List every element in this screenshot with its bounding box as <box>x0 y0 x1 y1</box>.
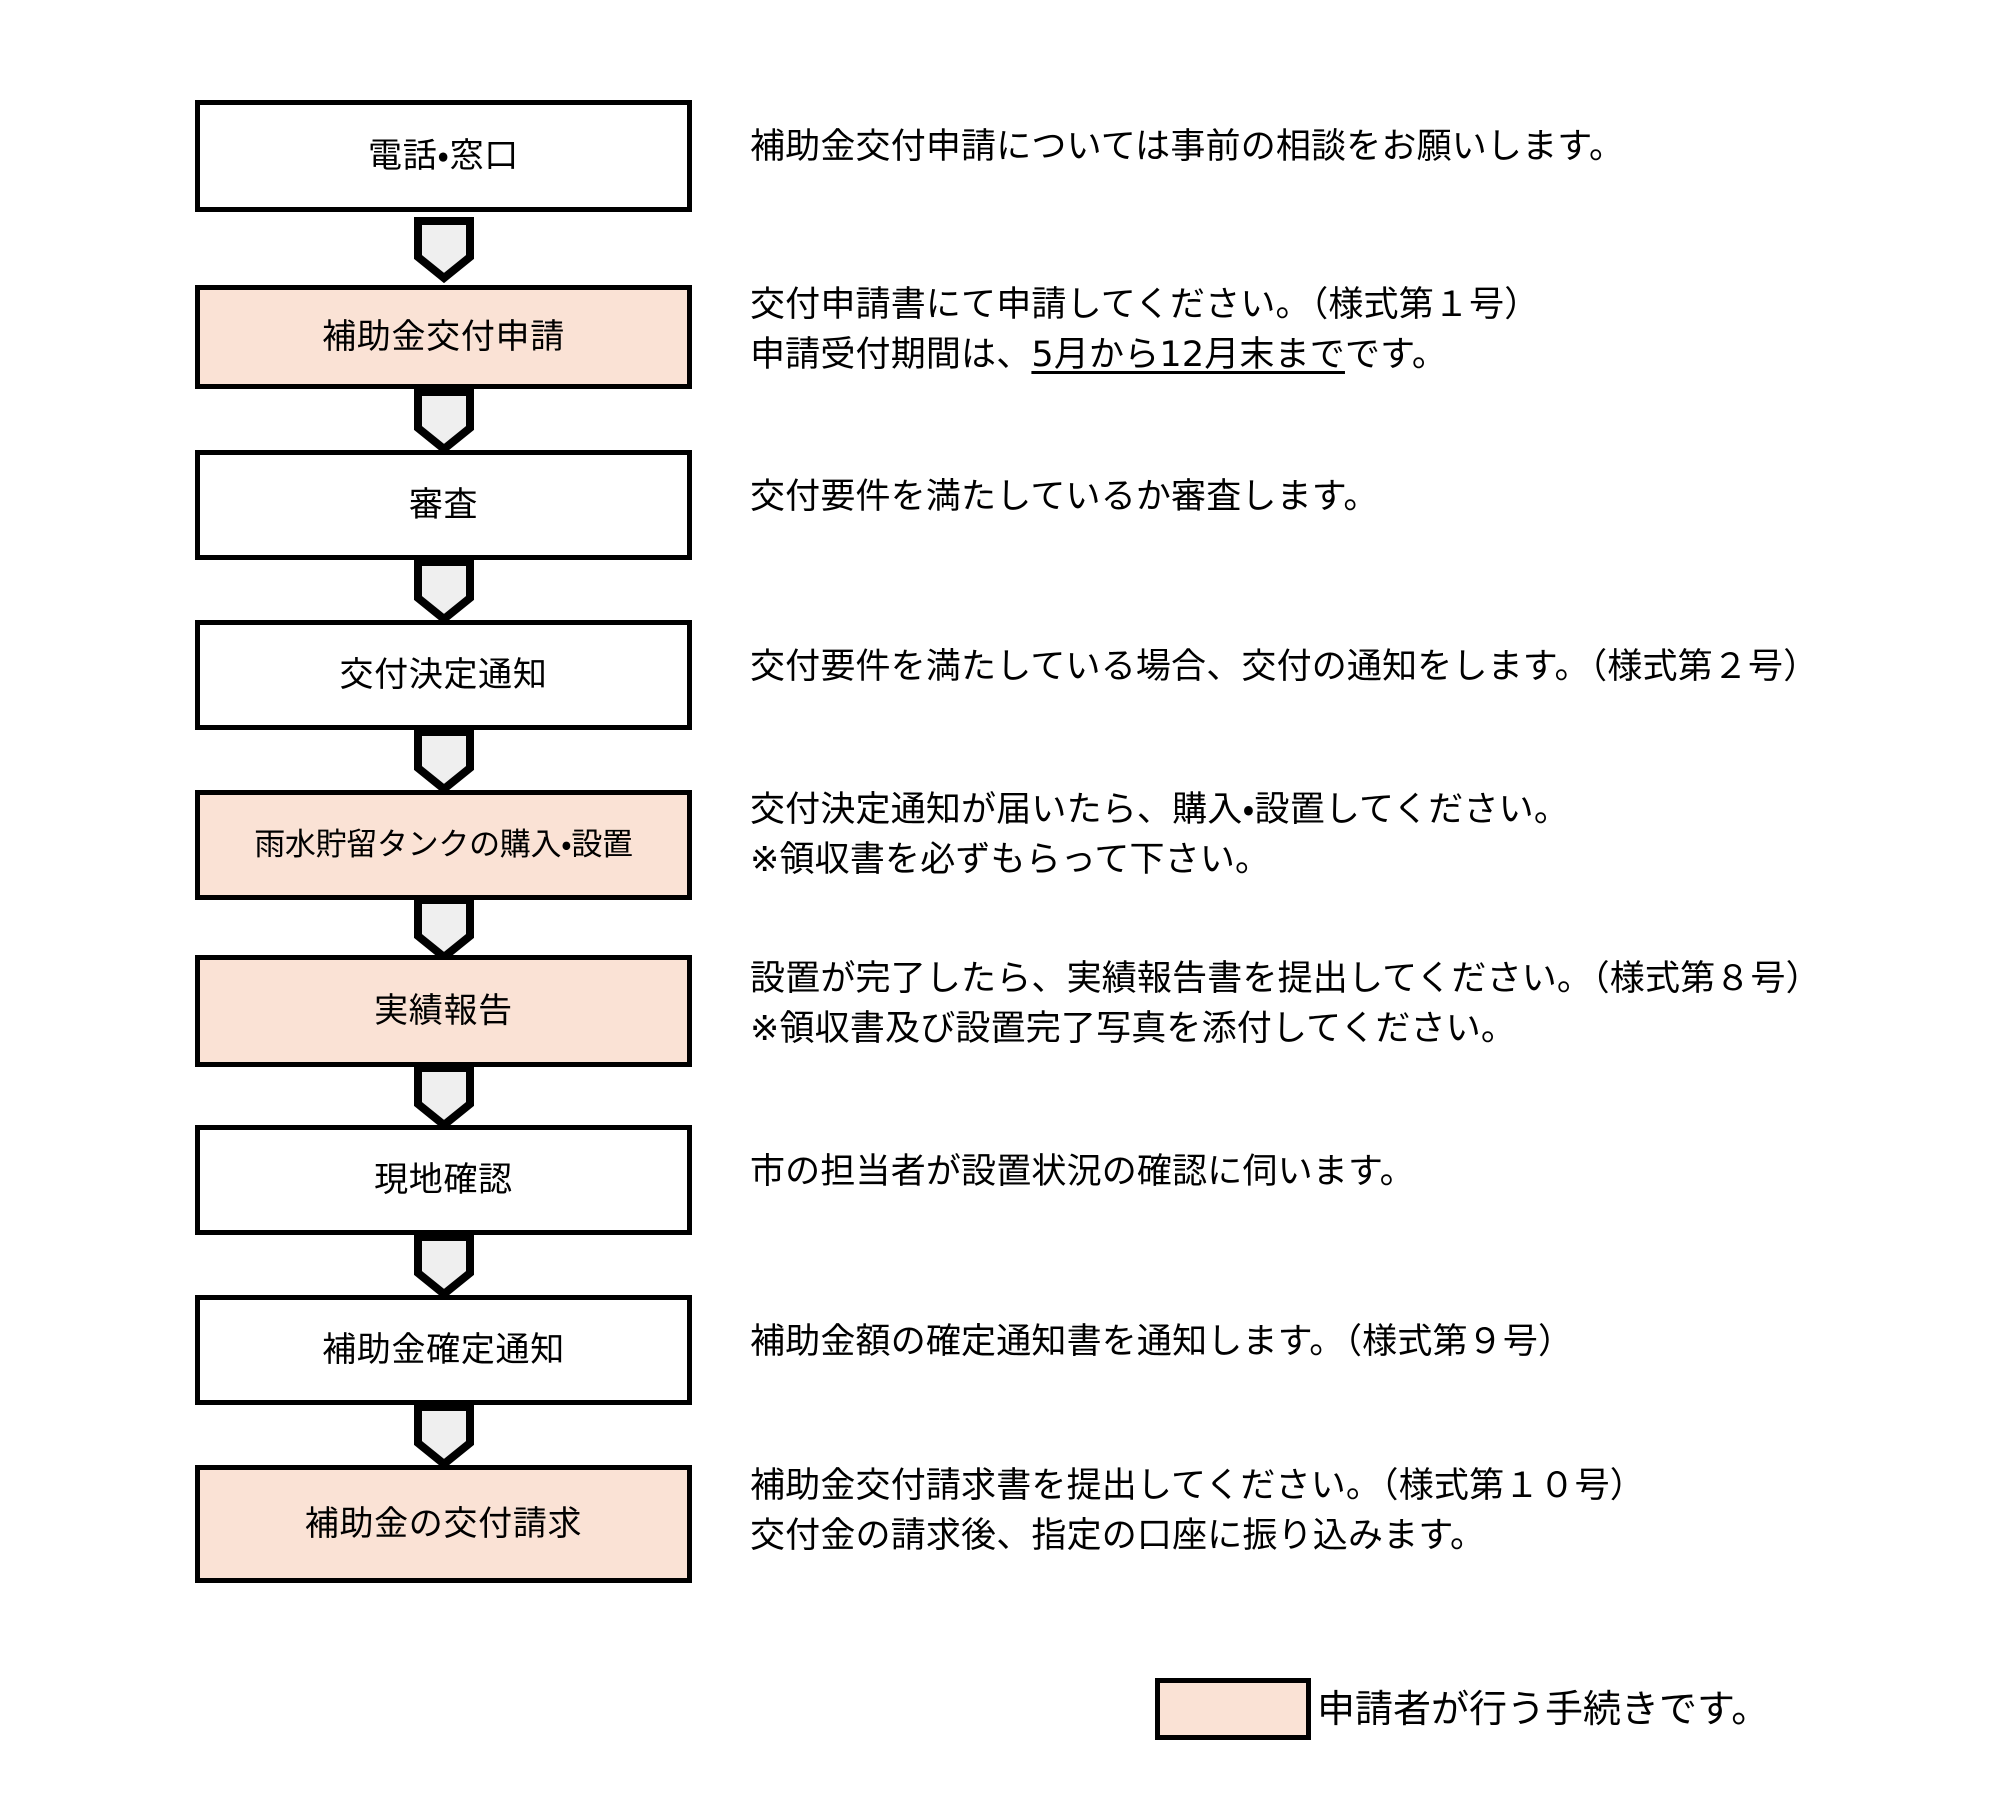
connector-arrow-down-icon <box>412 894 476 962</box>
description-tank-purchase-installation: 交付決定通知が届いたら、購入・設置してください。 ※領収書を必ずもらって下さい。 <box>750 786 2000 885</box>
flow-step-subsidy-determination-notice: 補助金確定通知 補助金額の確定通知書を通知します。（様式第９号） <box>195 1295 1955 1405</box>
connector-arrow-down-icon <box>412 556 476 624</box>
description-subsidy-determination-notice: 補助金額の確定通知書を通知します。（様式第９号） <box>750 1318 2000 1368</box>
description-text-underlined: 5月から12月末まで <box>1031 334 1345 375</box>
description-line: ※領収書及び設置完了写真を添付してください。 <box>750 1008 1517 1049</box>
description-line: ※領収書を必ずもらって下さい。 <box>750 839 1271 880</box>
description-text-pre: 申請受付期間は、 <box>750 334 1032 375</box>
description-examination: 交付要件を満たしているか審査します。 <box>750 473 2000 523</box>
description-text-post: です。 <box>1344 334 1447 375</box>
node-label-subsidy-determination-notice: 補助金確定通知 <box>322 1329 565 1370</box>
connector-arrow-down-icon <box>412 1062 476 1130</box>
node-box-on-site-confirmation: 現地確認 <box>195 1125 692 1235</box>
node-box-subsidy-grant-application: 補助金交付申請 <box>195 285 692 389</box>
description-line: 交付要件を満たしている場合、交付の通知をします。（様式第２号） <box>750 647 1819 687</box>
flow-step-phone-counter: 電話・窓口 補助金交付申請については事前の相談をお願いします。 <box>195 100 1955 212</box>
flow-step-grant-decision-notice: 交付決定通知 交付要件を満たしている場合、交付の通知をします。（様式第２号） <box>195 620 1955 730</box>
flow-step-subsidy-payment-request: 補助金の交付請求 補助金交付請求書を提出してください。（様式第１０号） 交付金の請求… <box>195 1465 1955 1583</box>
legend-label: 申請者が行う手続きです。 <box>1317 1687 1770 1731</box>
connector-arrow-down-icon <box>412 1401 476 1469</box>
description-phone-counter: 補助金交付申請については事前の相談をお願いします。 <box>750 123 2000 173</box>
node-box-subsidy-payment-request: 補助金の交付請求 <box>195 1465 692 1583</box>
connector-arrow-down-icon <box>412 215 476 283</box>
description-line: 申請受付期間は、5月から12月末までです。 <box>750 331 2000 381</box>
description-line: 補助金交付申請については事前の相談をお願いします。 <box>750 127 1625 167</box>
node-label-examination: 審査 <box>408 484 479 525</box>
flow-step-examination: 審査 交付要件を満たしているか審査します。 <box>195 450 1955 560</box>
description-on-site-confirmation: 市の担当者が設置状況の確認に伺います。 <box>750 1148 2000 1198</box>
connector-arrow-down-icon <box>412 386 476 454</box>
legend: 申請者が行う手続きです。 <box>1155 1678 1769 1740</box>
flow-step-on-site-confirmation: 現地確認 市の担当者が設置状況の確認に伺います。 <box>195 1125 1955 1235</box>
description-line: 市の担当者が設置状況の確認に伺います。 <box>750 1152 1415 1192</box>
description-line: 補助金交付請求書を提出してください。（様式第１０号） <box>750 1466 1645 1506</box>
connector-arrow-down-icon <box>412 1231 476 1299</box>
description-line: 交付申請書にて申請してください。（様式第１号） <box>750 285 1540 325</box>
node-label-phone-counter: 電話・窓口 <box>368 135 519 176</box>
description-subsidy-grant-application: 交付申請書にて申請してください。（様式第１号） 申請受付期間は、5月から12月末ま… <box>750 281 2000 380</box>
legend-color-swatch <box>1155 1678 1311 1740</box>
description-subsidy-payment-request: 補助金交付請求書を提出してください。（様式第１０号） 交付金の請求後、指定の口座に… <box>750 1462 2000 1561</box>
node-box-grant-decision-notice: 交付決定通知 <box>195 620 692 730</box>
node-label-subsidy-grant-application: 補助金交付申請 <box>322 316 565 357</box>
description-line: 補助金額の確定通知書を通知します。（様式第９号） <box>750 1322 1574 1362</box>
description-performance-report: 設置が完了したら、実績報告書を提出してください。（様式第８号） ※領収書及び設置完… <box>750 955 2000 1054</box>
node-label-subsidy-payment-request: 補助金の交付請求 <box>304 1503 583 1544</box>
node-box-examination: 審査 <box>195 450 692 560</box>
description-grant-decision-notice: 交付要件を満たしている場合、交付の通知をします。（様式第２号） <box>750 643 2000 693</box>
description-line: 交付決定通知が届いたら、購入・設置してください。 <box>750 790 1570 830</box>
node-label-grant-decision-notice: 交付決定通知 <box>339 654 548 695</box>
node-label-tank-purchase-installation: 雨水貯留タンクの購入・設置 <box>254 826 633 863</box>
connector-arrow-down-icon <box>412 726 476 794</box>
node-label-on-site-confirmation: 現地確認 <box>374 1159 513 1200</box>
node-box-phone-counter: 電話・窓口 <box>195 100 692 212</box>
node-box-performance-report: 実績報告 <box>195 955 692 1067</box>
flow-step-performance-report: 実績報告 設置が完了したら、実績報告書を提出してください。（様式第８号） ※領収書及… <box>195 955 1955 1067</box>
node-box-subsidy-determination-notice: 補助金確定通知 <box>195 1295 692 1405</box>
description-line: 設置が完了したら、実績報告書を提出してください。（様式第８号） <box>750 959 1821 999</box>
node-box-tank-purchase-installation: 雨水貯留タンクの購入・設置 <box>195 790 692 900</box>
flow-step-subsidy-grant-application: 補助金交付申請 交付申請書にて申請してください。（様式第１号） 申請受付期間は、5月… <box>195 285 1955 389</box>
description-line: 交付金の請求後、指定の口座に振り込みます。 <box>750 1515 1486 1556</box>
node-label-performance-report: 実績報告 <box>374 990 513 1031</box>
flow-step-tank-purchase-installation: 雨水貯留タンクの購入・設置 交付決定通知が届いたら、購入・設置してください。 ※領収… <box>195 790 1955 900</box>
description-line: 交付要件を満たしているか審査します。 <box>750 477 1379 517</box>
